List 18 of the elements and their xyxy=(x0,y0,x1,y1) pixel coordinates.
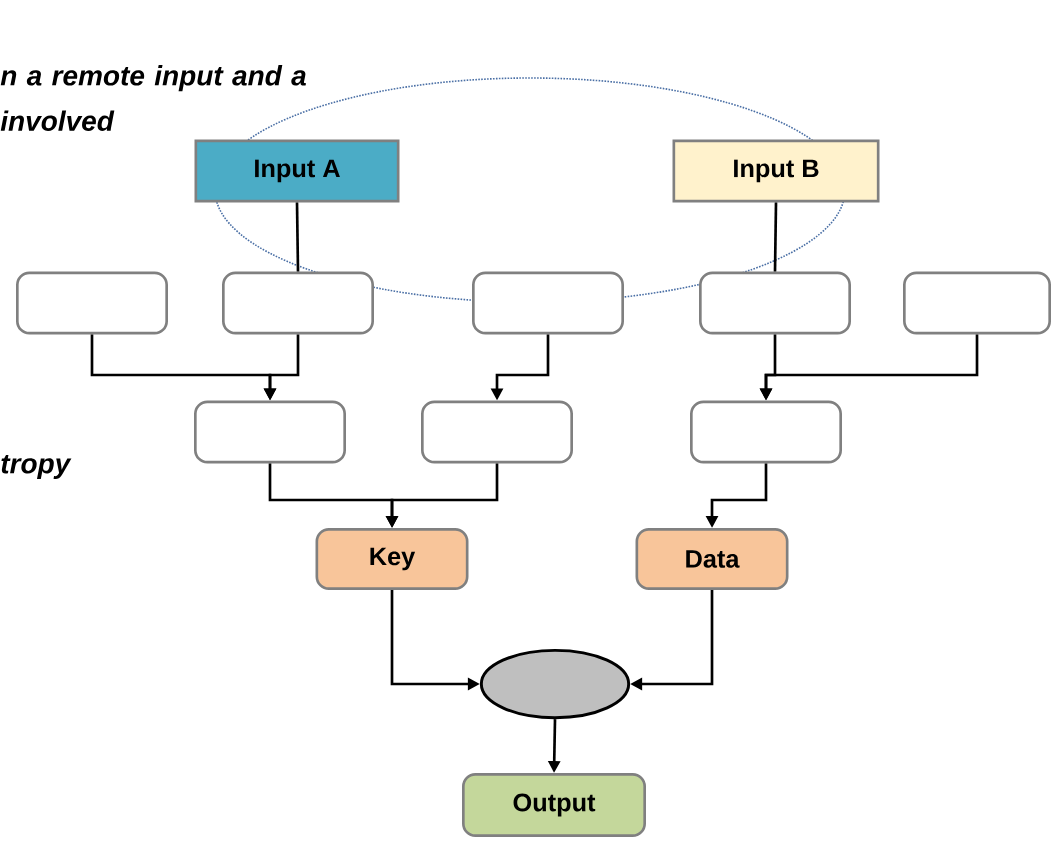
process-box xyxy=(472,271,624,335)
connector-line xyxy=(773,202,778,272)
process-box xyxy=(690,400,842,464)
note-text: n a remote input and a involved xyxy=(0,65,306,131)
process-box xyxy=(421,400,573,464)
ellipse-node xyxy=(479,648,631,720)
process-box: Key xyxy=(315,528,469,590)
process-box xyxy=(903,271,1051,335)
process-box xyxy=(699,271,851,335)
process-box xyxy=(16,271,168,335)
input-box: Input B xyxy=(672,139,880,203)
process-box: Data xyxy=(635,528,789,590)
process-box: Output xyxy=(462,773,646,837)
process-box xyxy=(194,400,346,464)
input-box: Input A xyxy=(194,139,400,203)
note-text: tropy xyxy=(1,455,72,480)
process-box xyxy=(222,271,374,335)
connector-line xyxy=(295,202,300,272)
